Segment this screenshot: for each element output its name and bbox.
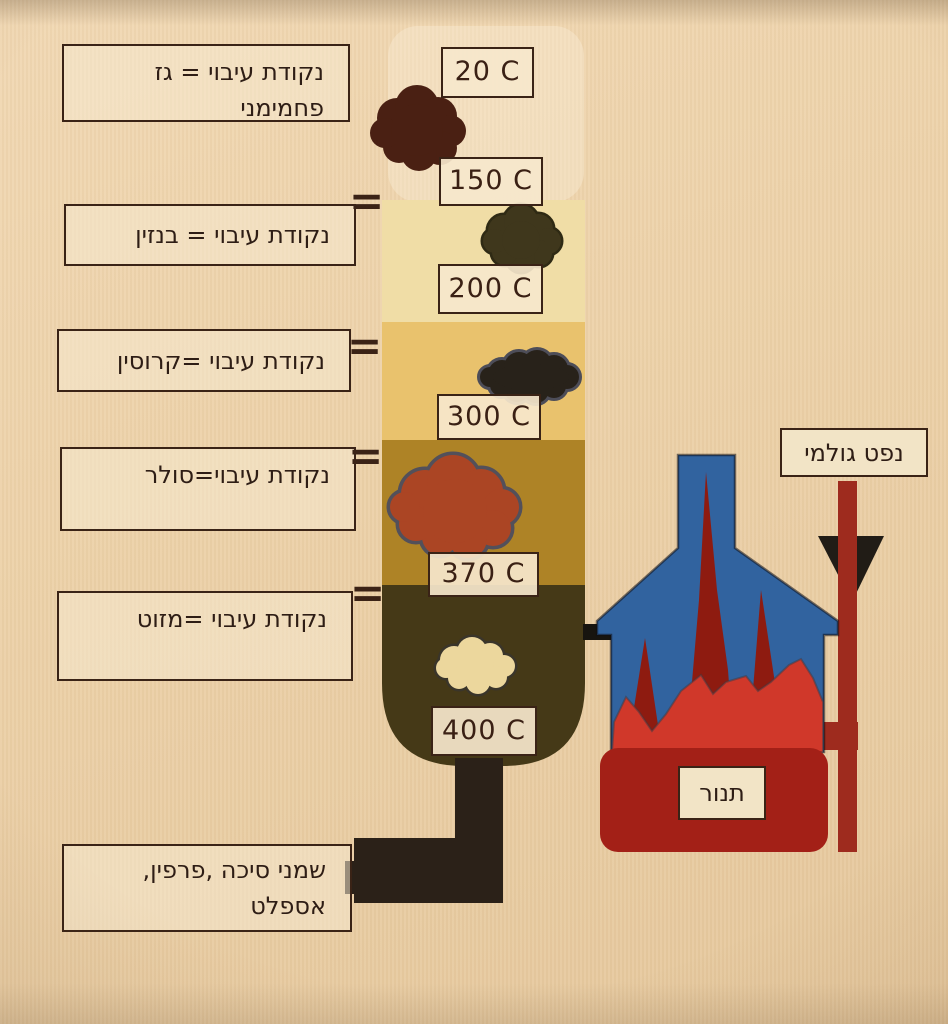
label-line: נקודת עיבוי =מזוט <box>136 605 327 633</box>
temp-box-200c: 200 C <box>438 264 543 314</box>
furnace-label-text: תנור <box>699 779 745 807</box>
temp-box-370c: 370 C <box>428 552 539 597</box>
crude-oil-label-text: נפט גולמי <box>804 438 904 467</box>
label-condensation-kerosene: נקודת עיבוי =קרוסין <box>57 329 351 392</box>
equals-connector-kerosene: = <box>347 321 383 370</box>
label-condensation-solar: נקודת עיבוי=סולר <box>60 447 356 531</box>
label-line: פחמימני <box>240 94 324 122</box>
label-line: אספלט <box>250 892 326 920</box>
temp-box-300c: 300 C <box>437 394 541 440</box>
temp-value: 400 C <box>442 714 526 746</box>
temp-box-20c: 20 C <box>441 47 534 98</box>
crude-feed-pipe <box>838 481 857 852</box>
label-line: נקודת עיבוי = גז <box>154 58 324 86</box>
label-condensation-benzin: נקודת עיבוי = בנזין <box>64 204 356 266</box>
label-line: שמני סיכה ,פרפין, <box>142 856 326 884</box>
bright-flame <box>610 657 824 753</box>
label-furnace: תנור <box>678 766 766 820</box>
residue-outlet-pipe <box>354 758 503 903</box>
label-residues: שמני סיכה ,פרפין, אספלט <box>62 844 352 932</box>
equals-connector-solar: = <box>348 431 384 480</box>
temp-box-400c: 400 C <box>431 706 537 756</box>
label-line: נקודת עיבוי = בנזין <box>135 221 330 249</box>
label-condensation-gas: נקודת עיבוי = גז פחמימני <box>62 44 350 122</box>
equals-connector-benzin: = <box>349 176 385 225</box>
temp-value: 150 C <box>449 165 533 197</box>
label-line: נקודת עיבוי =קרוסין <box>116 346 325 375</box>
label-crude-oil: נפט גולמי <box>780 428 928 477</box>
label-condensation-mazut: נקודת עיבוי =מזוט <box>57 591 353 681</box>
temp-value: 20 C <box>454 56 521 88</box>
label-line: נקודת עיבוי=סולר <box>144 461 330 489</box>
temp-value: 300 C <box>447 400 531 432</box>
equals-connector-mazut: = <box>350 568 386 617</box>
temp-box-150c: 150 C <box>439 157 543 206</box>
temp-value: 370 C <box>441 558 526 590</box>
temp-value: 200 C <box>448 272 533 304</box>
